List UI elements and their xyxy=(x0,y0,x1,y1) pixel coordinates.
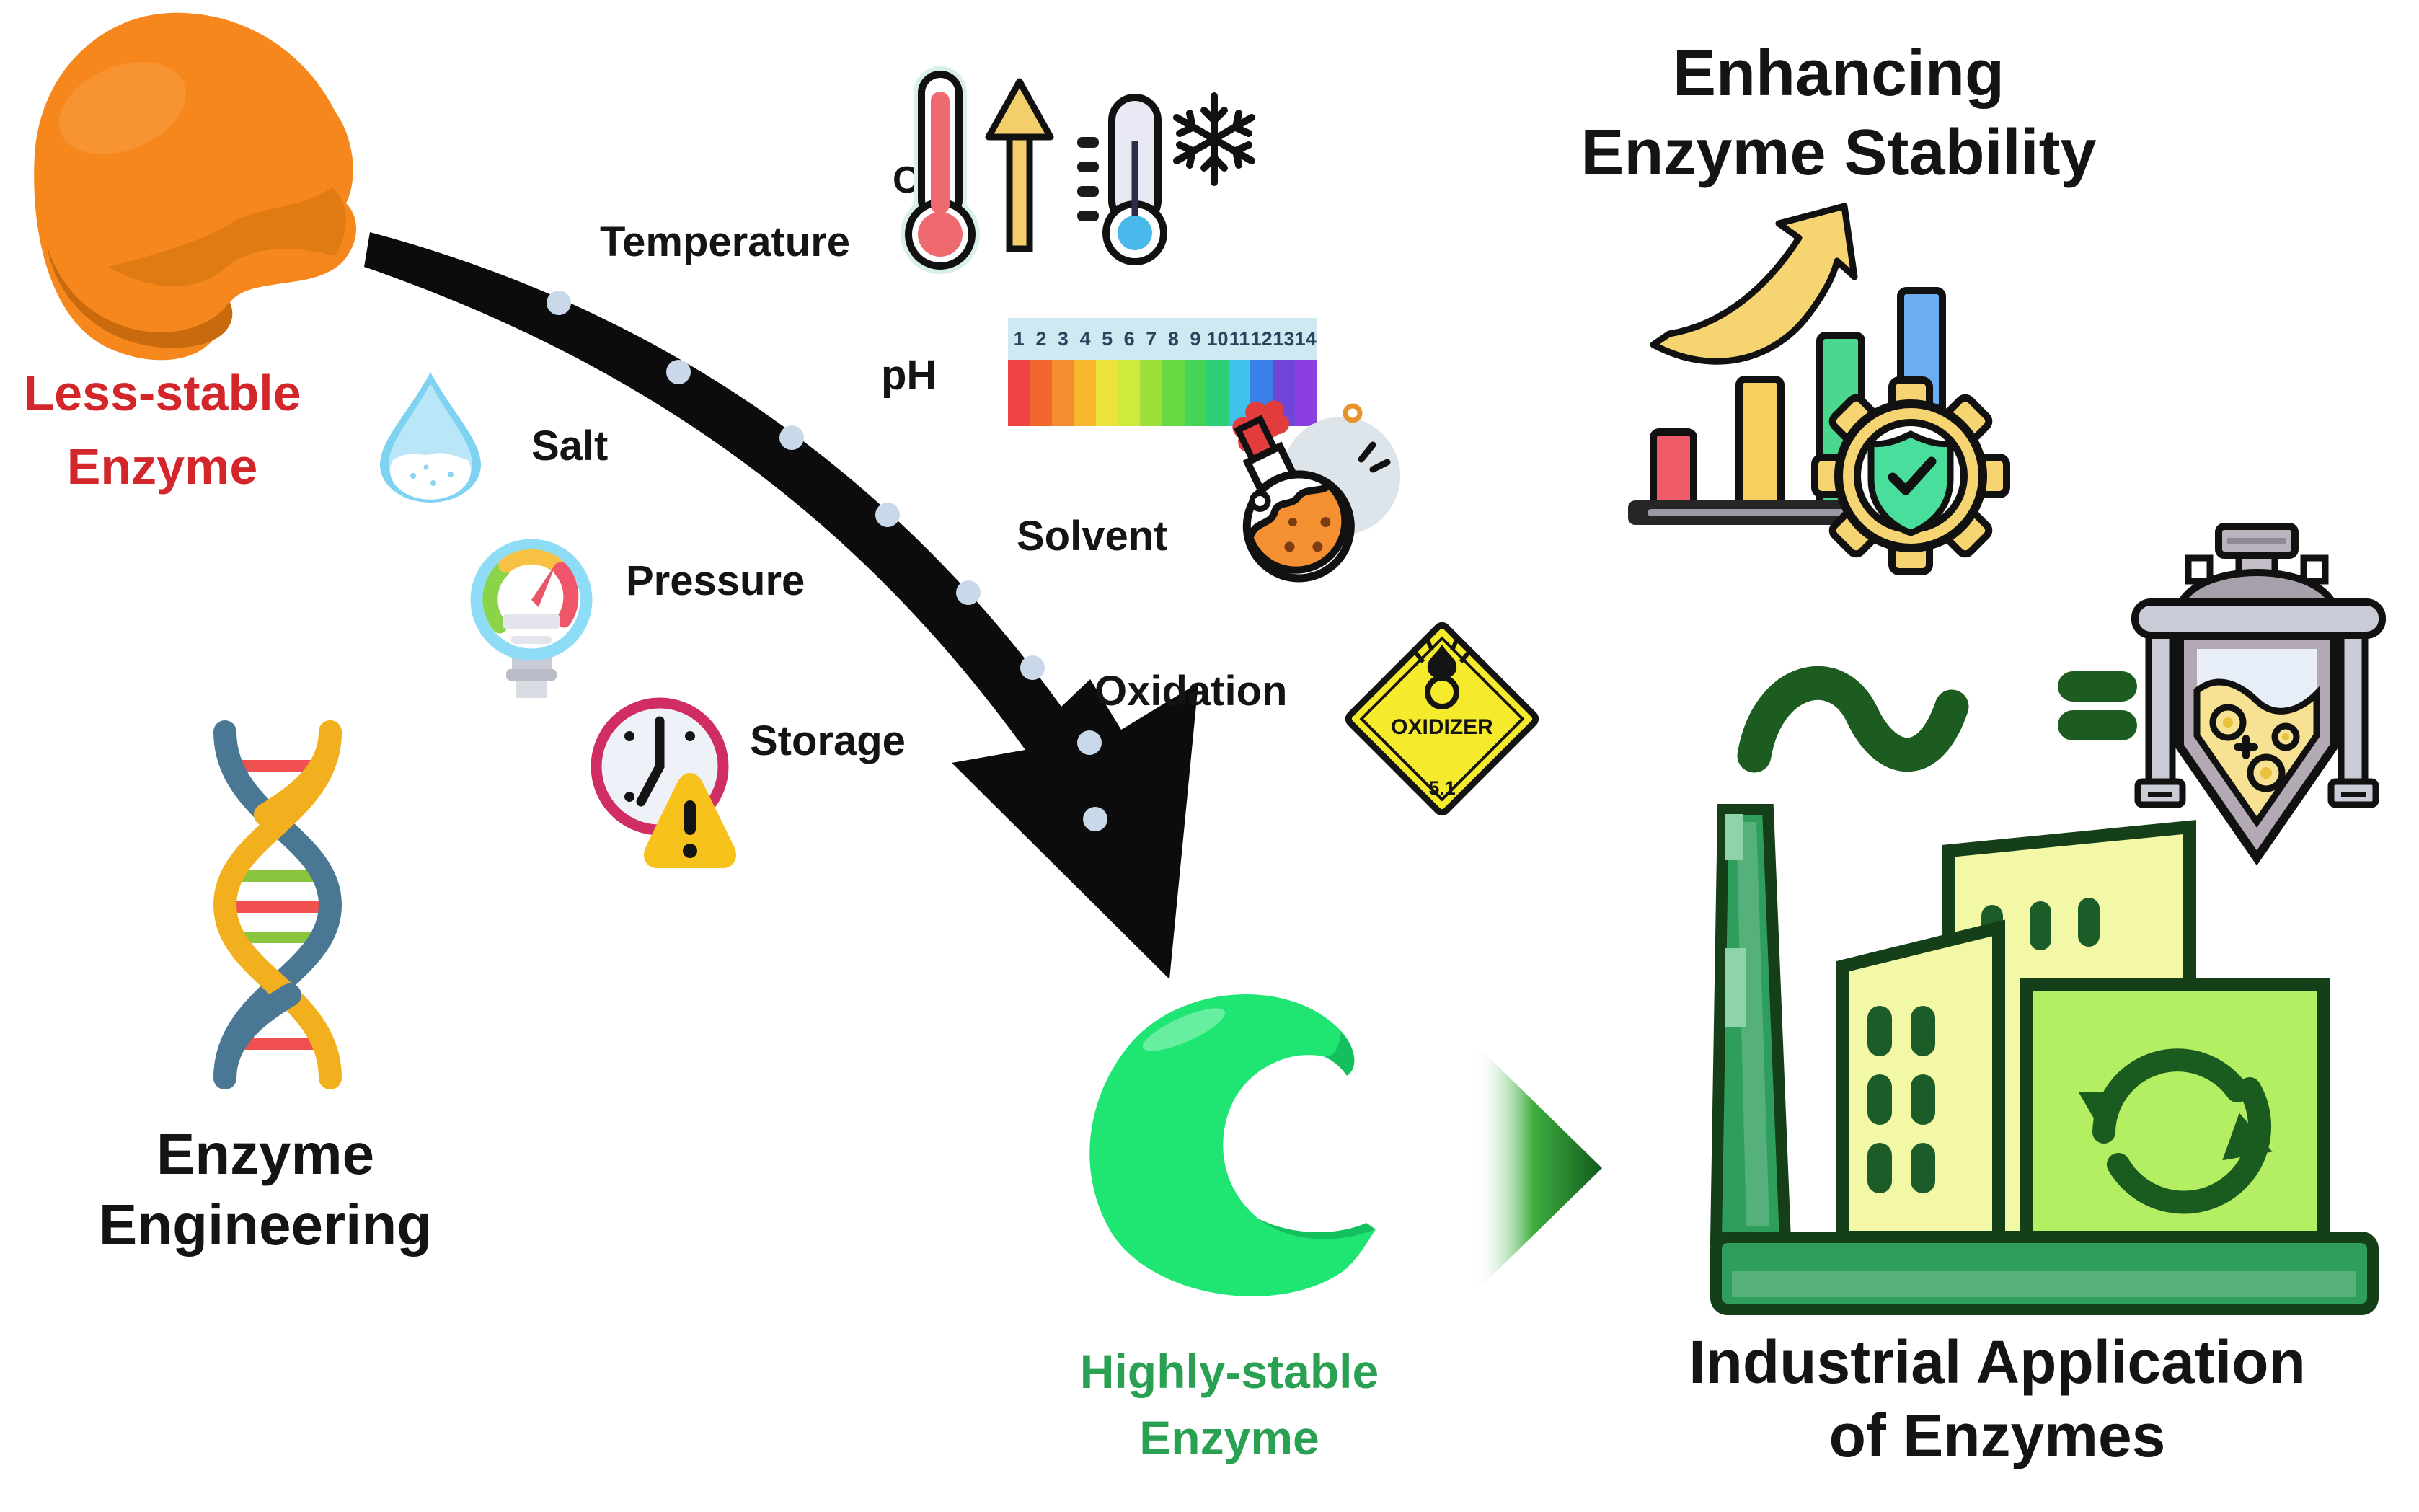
enzyme-engineering-line2: Engineering xyxy=(98,1192,433,1257)
snowflake-icon xyxy=(1173,92,1255,186)
growth-arrow-icon xyxy=(1650,203,1858,365)
enzyme-engineering-line1: Enzyme xyxy=(156,1122,375,1186)
storage-label: Storage xyxy=(750,717,906,764)
solvent-flask-icon xyxy=(1232,400,1400,583)
arrow-dot xyxy=(779,425,804,450)
highly-stable-line1: Highly-stable xyxy=(1079,1345,1379,1398)
salt-drop-icon xyxy=(380,372,481,503)
ph-number: 1 xyxy=(1013,327,1025,350)
arrow-dot xyxy=(1077,730,1102,755)
enhancing-title: Enhancing Enzyme Stability xyxy=(1543,35,2134,193)
ph-color-cell xyxy=(1008,360,1030,426)
industrial-line1: Industrial Application xyxy=(1689,1328,2306,1396)
ph-number: 8 xyxy=(1167,327,1179,350)
ph-number: 5 xyxy=(1102,327,1113,350)
enhancing-title-line2: Enzyme Stability xyxy=(1580,116,2097,189)
arrow-body xyxy=(364,232,1198,979)
ph-number: 11 xyxy=(1229,327,1250,350)
salt-label: Salt xyxy=(531,423,609,469)
ph-color-cell xyxy=(1206,360,1229,426)
ph-color-cell xyxy=(1162,360,1185,426)
ph-color-cell xyxy=(1052,360,1074,426)
arrow-dot xyxy=(547,291,571,315)
arrow-dot xyxy=(666,360,691,384)
ph-color-cell xyxy=(1030,360,1053,426)
ph-number: 7 xyxy=(1146,327,1157,350)
arrow-dots xyxy=(547,291,1107,831)
temperature-up-arrow-icon xyxy=(985,78,1054,252)
arrow-dot xyxy=(875,503,900,527)
highly-stable-label: Highly-stable Enzyme xyxy=(1038,1338,1420,1472)
oxidizer-sign-icon: OXIDIZER 5.1 xyxy=(1345,622,1539,816)
enhancing-title-line1: Enhancing xyxy=(1672,37,2005,110)
industrial-line2: of Enzymes xyxy=(1828,1402,2166,1470)
highly-stable-line2: Enzyme xyxy=(1139,1411,1319,1465)
equals-icon xyxy=(2058,671,2137,740)
less-stable-line2: Enzyme xyxy=(66,438,258,495)
less-stable-label: Less-stable Enzyme xyxy=(0,357,324,503)
pressure-gauge-icon xyxy=(470,539,593,698)
cold-thermometer-icon xyxy=(1077,94,1167,265)
hot-thermometer-icon xyxy=(901,66,980,274)
arrow-dot xyxy=(1083,807,1107,831)
factory-icon xyxy=(1710,804,2379,1315)
enzyme-engineering-label: Enzyme Engineering xyxy=(20,1119,510,1260)
ph-color-cell xyxy=(1096,360,1118,426)
pressure-label: Pressure xyxy=(626,557,805,604)
flame-over-circle-glyph xyxy=(1414,639,1470,709)
flask-ticks xyxy=(1358,441,1391,473)
solvent-label: Solvent xyxy=(1017,513,1168,560)
ph-number: 10 xyxy=(1206,327,1229,350)
ph-color-cell xyxy=(1184,360,1207,426)
ph-number: 2 xyxy=(1035,327,1047,350)
transition-arrow-icon xyxy=(1477,1045,1602,1291)
oxidizer-text: OXIDIZER xyxy=(1391,715,1493,739)
ph-number: 9 xyxy=(1190,327,1201,350)
ph-color-cell xyxy=(1294,360,1317,426)
bioreactor-icon xyxy=(2131,523,2386,866)
oxidizer-class-number: 5.1 xyxy=(1428,777,1456,799)
gear-shield-icon xyxy=(1811,376,2010,575)
ph-color-cell xyxy=(1118,360,1141,426)
ph-label: pH xyxy=(881,352,937,399)
stability-growth-icon xyxy=(1628,203,2010,575)
ph-number: 6 xyxy=(1123,327,1135,350)
temperature-icons: C° xyxy=(893,66,1255,274)
ph-number: 14 xyxy=(1294,327,1317,350)
arrow-dot xyxy=(1020,655,1045,680)
recycle-icon xyxy=(2079,1048,2273,1214)
less-stable-line1: Less-stable xyxy=(23,365,301,421)
industrial-application-label: Industrial Application of Enzymes xyxy=(1651,1325,2343,1473)
tilde-icon xyxy=(1737,666,1969,773)
oxidation-label: Oxidation xyxy=(1094,668,1288,715)
ph-color-row xyxy=(1008,360,1317,426)
dna-helix-icon xyxy=(213,720,342,1089)
ph-number: 4 xyxy=(1079,327,1091,350)
ph-number: 12 xyxy=(1250,327,1273,350)
storage-clock-icon xyxy=(591,697,737,868)
temperature-label: Temperature xyxy=(600,218,851,265)
ph-color-cell xyxy=(1074,360,1097,426)
ph-color-cell xyxy=(1140,360,1163,426)
highly-stable-enzyme-icon xyxy=(1089,994,1376,1296)
ph-number: 3 xyxy=(1057,327,1069,350)
arrow-dot xyxy=(956,580,981,605)
less-stable-enzyme-icon xyxy=(34,12,356,361)
ph-number: 13 xyxy=(1273,327,1295,350)
